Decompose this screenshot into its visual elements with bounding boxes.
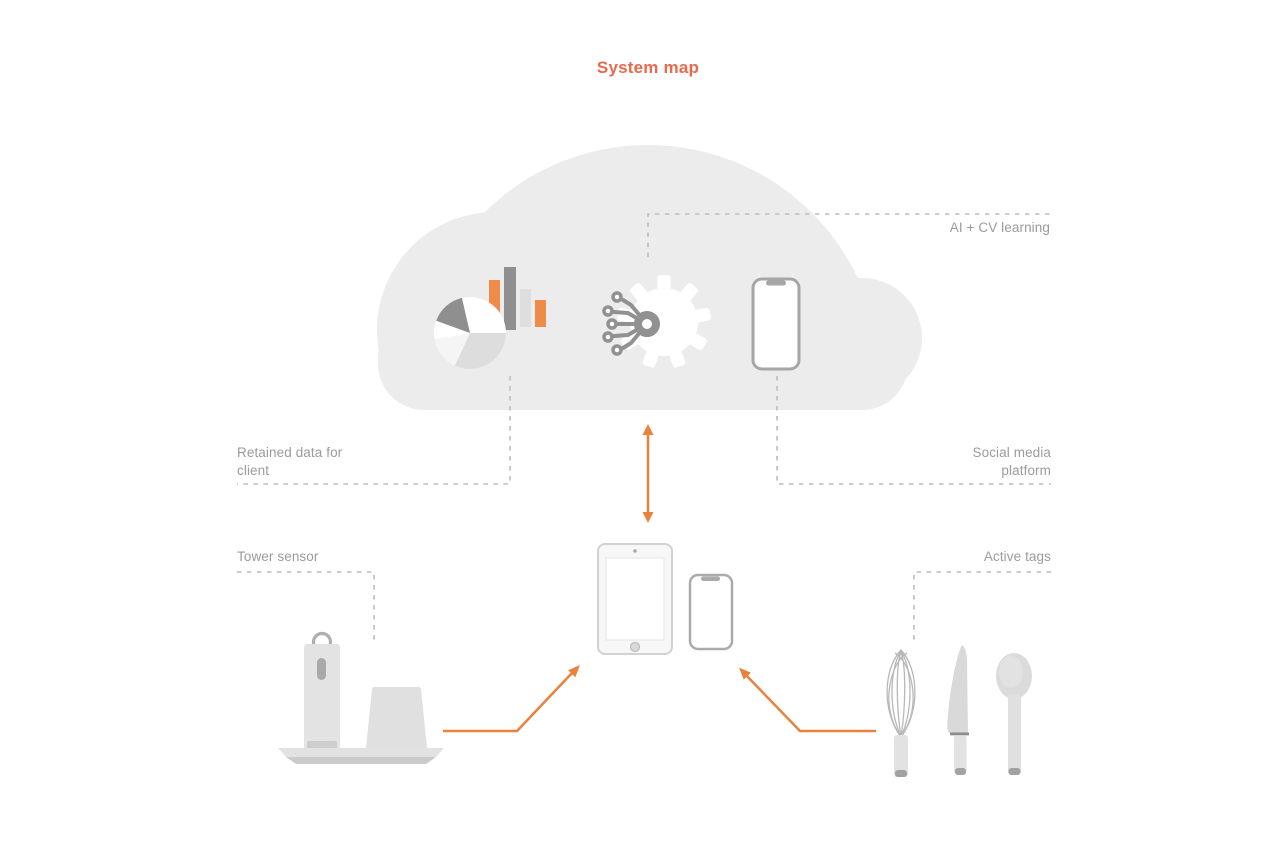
connector-retained-data — [237, 376, 511, 485]
label-tower-sensor: Tower sensor — [237, 549, 319, 564]
spoon-icon — [996, 653, 1032, 775]
label-active-tags: Active tags — [983, 549, 1051, 564]
label-ai-cv-learning: AI + CV learning — [949, 220, 1050, 235]
sensor-tray-icon — [278, 748, 444, 757]
active-tag-icon — [895, 770, 907, 777]
connector-tower-sensor — [237, 571, 375, 643]
active-tag-icon — [955, 768, 966, 775]
connector-social-media — [776, 376, 1051, 485]
sync-arrow — [642, 424, 654, 523]
page-title: System map — [596, 58, 700, 77]
connector-ai-cv — [647, 213, 1050, 257]
ai-circuit-gear-icon — [602, 275, 711, 368]
whisk-icon — [886, 649, 916, 777]
tower-sensor-icon — [278, 631, 444, 764]
arrow-tower-to-hub — [443, 665, 580, 733]
tablet-icon — [597, 543, 673, 655]
smartphone-icon — [751, 277, 801, 371]
connector-active-tags — [913, 571, 1051, 640]
pie-and-bar-chart-icon — [434, 267, 546, 369]
label-social-media-platform: Social media platform — [972, 445, 1051, 478]
smartphone-icon — [688, 573, 734, 651]
active-tag-icon — [1008, 768, 1021, 775]
tablet-camera-icon — [633, 549, 637, 553]
sensor-cup-icon — [366, 687, 427, 751]
label-retained-data-for-client: Retained data for client — [237, 445, 343, 478]
tablet-home-button-icon — [629, 641, 641, 653]
knife-icon — [947, 645, 969, 775]
arrow-tags-to-hub — [739, 667, 876, 733]
dashed-connectors — [237, 213, 1051, 643]
